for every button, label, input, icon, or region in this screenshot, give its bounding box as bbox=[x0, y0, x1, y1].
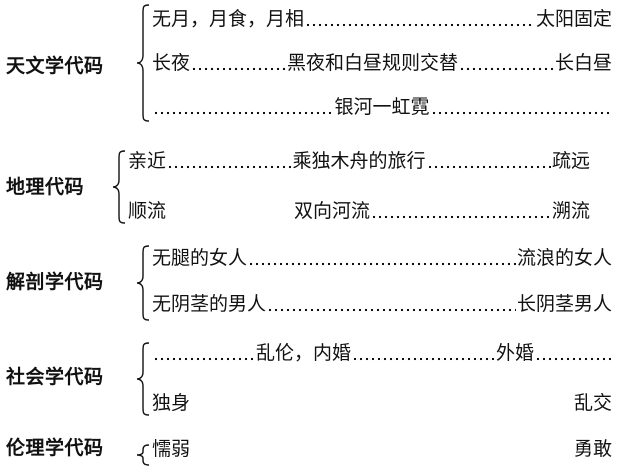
term-middle: 黑夜和白昼规则交替 bbox=[287, 52, 459, 74]
term-left: 顺流 bbox=[128, 200, 167, 222]
term-middle: 乱伦，内婚 bbox=[256, 342, 352, 364]
dot-leader bbox=[248, 243, 516, 273]
term-right: 疏远 bbox=[552, 150, 591, 172]
term-left: 无月，月食，月相 bbox=[152, 8, 305, 30]
dot-leader bbox=[371, 196, 551, 226]
term-left: 无腿的女人 bbox=[152, 247, 248, 269]
brace bbox=[112, 150, 126, 224]
term-left: 无阴茎的男人 bbox=[152, 293, 267, 315]
term-middle: 乘独木舟的旅行 bbox=[292, 150, 426, 172]
dot-leader bbox=[305, 4, 535, 34]
term-right: 流浪的女人 bbox=[516, 247, 612, 269]
dot-leader bbox=[153, 338, 255, 368]
code-row: 无月，月食，月相 太阳固定 bbox=[152, 4, 612, 34]
term-right: 长阴茎男人 bbox=[516, 293, 612, 315]
term-left: 亲近 bbox=[128, 150, 167, 172]
group-title: 伦理学代码 bbox=[6, 437, 104, 459]
term-right: 溯流 bbox=[551, 200, 590, 222]
dot-leader bbox=[430, 92, 612, 122]
term-middle: 双向河流 bbox=[294, 200, 371, 222]
brace bbox=[136, 444, 150, 466]
term-right: 乱交 bbox=[573, 392, 612, 414]
group-geography: 地理代码 亲近 乘独木舟的旅行 疏远 顺流 双向河流 溯流 bbox=[0, 146, 618, 226]
group-ethics: 伦理学代码 懦弱 勇敢 bbox=[0, 434, 618, 468]
brace bbox=[136, 4, 150, 122]
code-row: 无阴茎的男人 长阴茎男人 bbox=[152, 289, 612, 319]
group-anatomy: 解剖学代码 无腿的女人 流浪的女人 无阴茎的男人 长阴茎男人 bbox=[0, 243, 618, 323]
term-middle: 银河一虹霓 bbox=[334, 96, 430, 118]
term-right: 长白昼 bbox=[555, 52, 613, 74]
code-row: 长夜 黑夜和白昼规则交替 长白昼 bbox=[152, 48, 612, 78]
term-left: 懦弱 bbox=[152, 438, 191, 460]
code-row: 无腿的女人 流浪的女人 bbox=[152, 243, 612, 273]
group-title: 天文学代码 bbox=[6, 55, 104, 77]
dot-leader bbox=[459, 48, 554, 78]
dot-leader bbox=[167, 146, 292, 176]
term-right: 外婚 bbox=[495, 342, 534, 364]
code-row: 独身 乱交 bbox=[152, 388, 612, 418]
dot-leader bbox=[267, 289, 516, 319]
term-right: 勇敢 bbox=[573, 438, 612, 460]
dot-leader bbox=[153, 92, 334, 122]
dot-leader bbox=[535, 338, 611, 368]
brace bbox=[136, 342, 150, 416]
dot-leader bbox=[191, 48, 286, 78]
group-title: 解剖学代码 bbox=[6, 271, 104, 293]
code-row: 顺流 双向河流 溯流 bbox=[128, 196, 590, 226]
brace bbox=[136, 245, 150, 321]
code-row: 银河一虹霓 bbox=[152, 92, 612, 122]
code-row: 乱伦，内婚 外婚 bbox=[152, 338, 612, 368]
group-sociology: 社会学代码 乱伦，内婚 外婚 独身 乱交 bbox=[0, 338, 618, 418]
term-left: 独身 bbox=[152, 392, 191, 414]
group-astronomy: 天文学代码 无月，月食，月相 太阳固定 长夜 黑夜和白昼规则交替 长白昼 银河一… bbox=[0, 4, 618, 122]
group-title: 社会学代码 bbox=[6, 366, 104, 388]
term-right: 太阳固定 bbox=[535, 8, 612, 30]
dot-leader bbox=[352, 338, 495, 368]
group-title: 地理代码 bbox=[6, 176, 85, 198]
code-row: 亲近 乘独木舟的旅行 疏远 bbox=[128, 146, 590, 176]
code-row: 懦弱 勇敢 bbox=[152, 434, 612, 464]
term-left: 长夜 bbox=[152, 52, 191, 74]
dot-leader bbox=[426, 146, 551, 176]
